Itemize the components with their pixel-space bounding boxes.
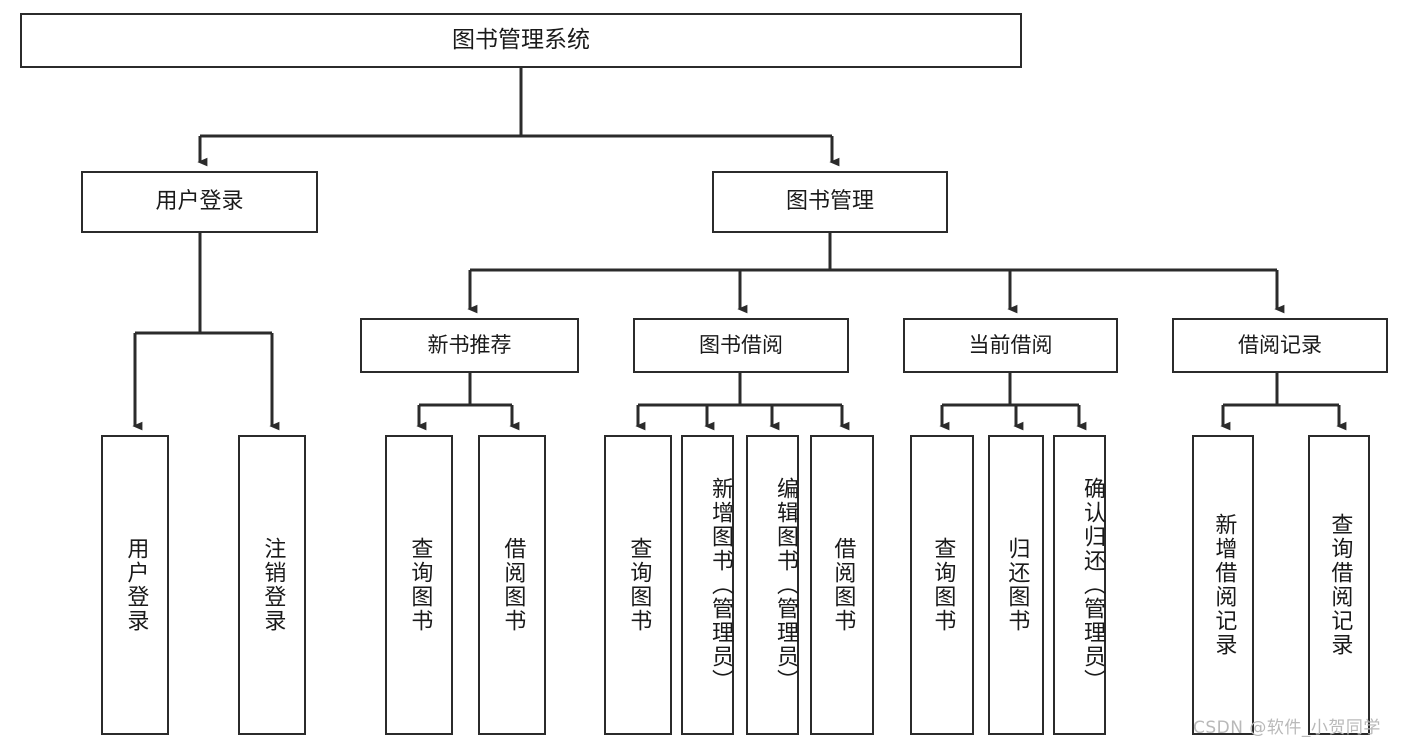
node-user-login[interactable]: 用户登录 — [81, 171, 318, 233]
node-book-borrow[interactable]: 图书借阅 — [633, 318, 849, 373]
node-book-management[interactable]: 图书管理 — [712, 171, 948, 233]
leaf-edit-book-admin[interactable]: 编辑图书（管理员） — [746, 435, 799, 735]
leaf-return-book[interactable]: 归还图书 — [988, 435, 1044, 735]
leaf-query-book-borrow[interactable]: 查询图书 — [604, 435, 672, 735]
leaf-borrow-book-recommend[interactable]: 借阅图书 — [478, 435, 546, 735]
leaf-user-login[interactable]: 用户登录 — [101, 435, 169, 735]
csdn-watermark: CSDN @软件_小贺同学 — [1193, 718, 1381, 738]
node-root-system[interactable]: 图书管理系统 — [20, 13, 1022, 68]
leaf-confirm-return-admin[interactable]: 确认归还（管理员） — [1053, 435, 1106, 735]
leaf-logout[interactable]: 注销登录 — [238, 435, 306, 735]
node-current-borrow[interactable]: 当前借阅 — [903, 318, 1118, 373]
leaf-add-book-admin[interactable]: 新增图书（管理员） — [681, 435, 734, 735]
leaf-query-book-recommend[interactable]: 查询图书 — [385, 435, 453, 735]
leaf-borrow-book[interactable]: 借阅图书 — [810, 435, 874, 735]
leaf-query-borrow-record[interactable]: 查询借阅记录 — [1308, 435, 1370, 735]
node-new-book-recommend[interactable]: 新书推荐 — [360, 318, 579, 373]
node-borrow-record[interactable]: 借阅记录 — [1172, 318, 1388, 373]
leaf-query-book-current[interactable]: 查询图书 — [910, 435, 974, 735]
leaf-add-borrow-record[interactable]: 新增借阅记录 — [1192, 435, 1254, 735]
